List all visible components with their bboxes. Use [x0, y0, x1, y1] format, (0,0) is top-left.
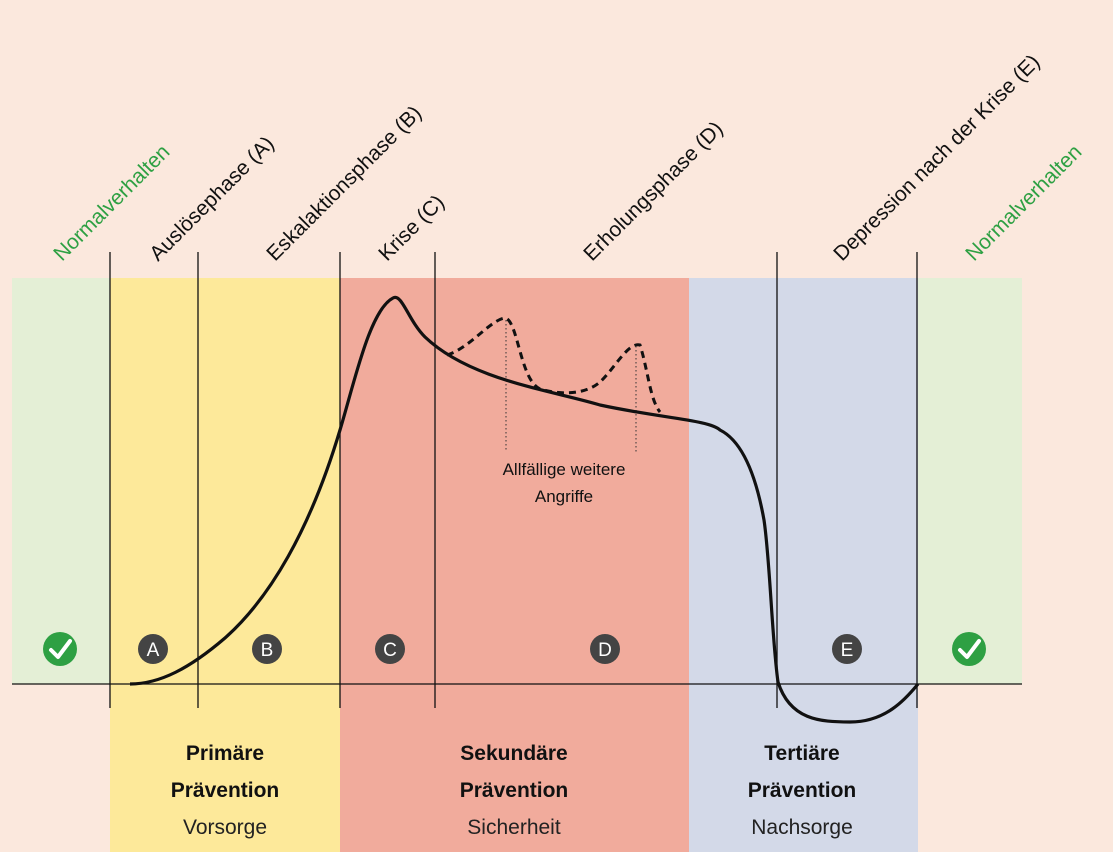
phase-label-crisis: Krise (C)	[374, 191, 449, 266]
marker-d: D	[590, 634, 620, 664]
band-normal-left	[12, 278, 110, 684]
svg-text:Prävention: Prävention	[460, 779, 569, 802]
marker-b: B	[252, 634, 282, 664]
svg-text:Sekundäre: Sekundäre	[460, 742, 567, 765]
marker-a: A	[138, 634, 168, 664]
svg-text:B: B	[261, 640, 274, 661]
svg-text:Prävention: Prävention	[171, 779, 280, 802]
svg-text:Sicherheit: Sicherheit	[467, 816, 561, 839]
marker-c: C	[375, 634, 405, 664]
phase-label-normal-right: Normalverhalten	[961, 140, 1086, 265]
svg-text:Primäre: Primäre	[186, 742, 264, 765]
svg-text:A: A	[147, 640, 160, 661]
annotation-line-2: Angriffe	[535, 487, 593, 506]
svg-text:Prävention: Prävention	[748, 779, 857, 802]
annotation-line-1: Allfällige weitere	[503, 460, 626, 479]
svg-text:D: D	[598, 640, 612, 661]
band-normal-right	[918, 278, 1022, 684]
prevention-secondary: Sekundäre Prävention Sicherheit	[460, 742, 569, 839]
phase-labels: Normalverhalten Auslösephase (A) Eskalak…	[49, 50, 1086, 265]
further-attacks-curve	[446, 316, 662, 413]
phase-label-depression: Depression nach der Krise (E)	[829, 50, 1044, 265]
prevention-primary: Primäre Prävention Vorsorge	[171, 742, 280, 839]
svg-text:Vorsorge: Vorsorge	[183, 816, 267, 839]
crisis-curve	[129, 295, 920, 724]
band-secondary	[340, 278, 689, 852]
check-circle-icon	[952, 632, 986, 666]
prevention-tertiary: Tertiäre Prävention Nachsorge	[748, 742, 857, 839]
phase-markers: A B C D E	[138, 634, 862, 664]
band-tertiary	[689, 278, 918, 852]
band-primary	[110, 278, 340, 852]
marker-e: E	[832, 634, 862, 664]
svg-text:E: E	[841, 640, 854, 661]
check-circle-icon	[43, 632, 77, 666]
svg-text:Nachsorge: Nachsorge	[751, 816, 853, 839]
phase-dividers	[109, 252, 918, 708]
phase-label-recovery: Erholungsphase (D)	[579, 117, 727, 265]
svg-text:Tertiäre: Tertiäre	[764, 742, 839, 765]
svg-text:C: C	[383, 640, 397, 661]
